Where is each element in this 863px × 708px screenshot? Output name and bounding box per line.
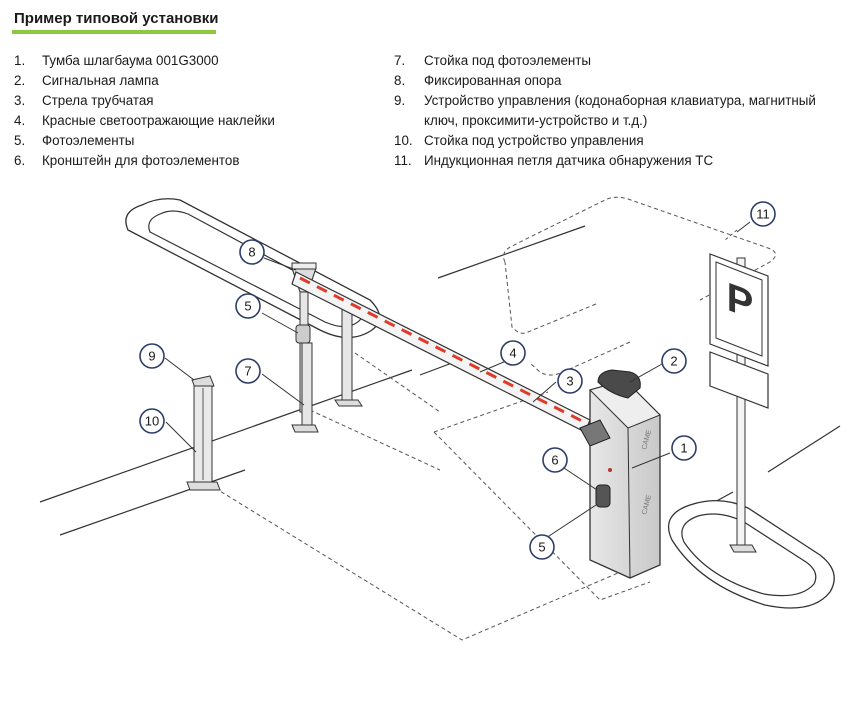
legend-text: Фотоэлементы (42, 133, 135, 148)
callout-2: 2 (661, 348, 687, 374)
legend-item: 5. Фотоэлементы (14, 131, 344, 151)
legend-item: 4. Красные светоотражающие наклейки (14, 111, 344, 131)
legend-number: 9. (394, 93, 406, 108)
legend-item: 1. Тумба шлагбаума 001G3000 (14, 51, 344, 71)
legend-text: Стойка под фотоэлементы (424, 53, 592, 68)
legend-text: Фиксированная опора (424, 73, 562, 88)
legend-text: Сигнальная лампа (42, 73, 159, 88)
callout-5-top: 5 (235, 293, 261, 319)
legend-text: Тумба шлагбаума 001G3000 (42, 53, 219, 68)
callout-7: 7 (235, 358, 261, 384)
callout-3: 3 (557, 368, 583, 394)
parking-sign: P (709, 253, 769, 553)
legend-number: 11. (394, 153, 412, 168)
sign-island (667, 500, 835, 609)
legend-number: 6. (14, 153, 26, 168)
page-title: Пример типовой установки (14, 10, 219, 27)
callout-4: 4 (500, 340, 526, 366)
barrier-boom (291, 271, 591, 433)
legend-item: 9. Устройство управления (кодонаборная кл… (394, 91, 859, 111)
callout-11: 11 (750, 201, 776, 227)
parking-letter: P (727, 274, 754, 328)
callout-label: 8 (248, 245, 255, 260)
legend-text: Кронштейн для фотоэлементов (42, 153, 240, 168)
callout-label: 4 (509, 346, 516, 361)
legend-text: Устройство управления (кодонаборная клав… (424, 93, 816, 108)
callout-9: 9 (139, 343, 165, 369)
callout-10: 10 (139, 408, 165, 434)
callout-label: 5 (244, 299, 251, 314)
legend-item: ключ, проксимити-устройство и т.д.) (394, 111, 859, 131)
loop-leader (724, 229, 738, 241)
callout-label: 7 (244, 364, 251, 379)
legend-item: 6. Кронштейн для фотоэлементов (14, 151, 344, 171)
legend-number: 3. (14, 93, 26, 108)
callout-label: 11 (756, 207, 770, 222)
legend-number: 8. (394, 73, 406, 88)
callout-label: 5 (538, 540, 545, 555)
legend-item: 7. Стойка под фотоэлементы (394, 51, 859, 71)
legend-number: 10. (394, 133, 413, 148)
callout-label: 9 (148, 349, 155, 364)
legend-number: 7. (394, 53, 406, 68)
legend-item: 11. Индукционная петля датчика обнаружени… (394, 151, 859, 171)
callout-1: 1 (671, 435, 697, 461)
legend-item: 10. Стойка под устройство управления (394, 131, 859, 151)
title-underline (12, 30, 216, 34)
legend-item: 2. Сигнальная лампа (14, 71, 344, 91)
callout-label: 6 (551, 453, 558, 468)
legend-text: Красные светоотражающие наклейки (42, 113, 275, 128)
control-post (186, 375, 221, 491)
legend-item: 3. Стрела трубчатая (14, 91, 344, 111)
callout-5-bottom: 5 (529, 534, 555, 560)
legend-left: 1. Тумба шлагбаума 001G3000 2. Сигнальная … (14, 51, 344, 171)
legend-text: Стойка под устройство управления (424, 133, 644, 148)
callout-label: 3 (566, 374, 573, 389)
callout-label: 1 (680, 441, 687, 456)
legend-text: Стрела трубчатая (42, 93, 154, 108)
legend-item: 8. Фиксированная опора (394, 71, 859, 91)
legend-number: 1. (14, 53, 26, 68)
legend-number: 5. (14, 133, 26, 148)
callout-6: 6 (542, 447, 568, 473)
callout-label: 10 (145, 414, 159, 429)
legend-text: ключ, проксимити-устройство и т.д.) (424, 113, 648, 128)
callout-8: 8 (239, 239, 265, 265)
legend-right: 7. Стойка под фотоэлементы 8. Фиксированна… (394, 51, 859, 171)
legend-text: Индукционная петля датчика обнаружения Т… (424, 153, 714, 168)
legend-number: 2. (14, 73, 26, 88)
callout-label: 2 (670, 354, 677, 369)
barrier-cabinet: CAME CAME (579, 369, 661, 579)
legend-number: 4. (14, 113, 26, 128)
